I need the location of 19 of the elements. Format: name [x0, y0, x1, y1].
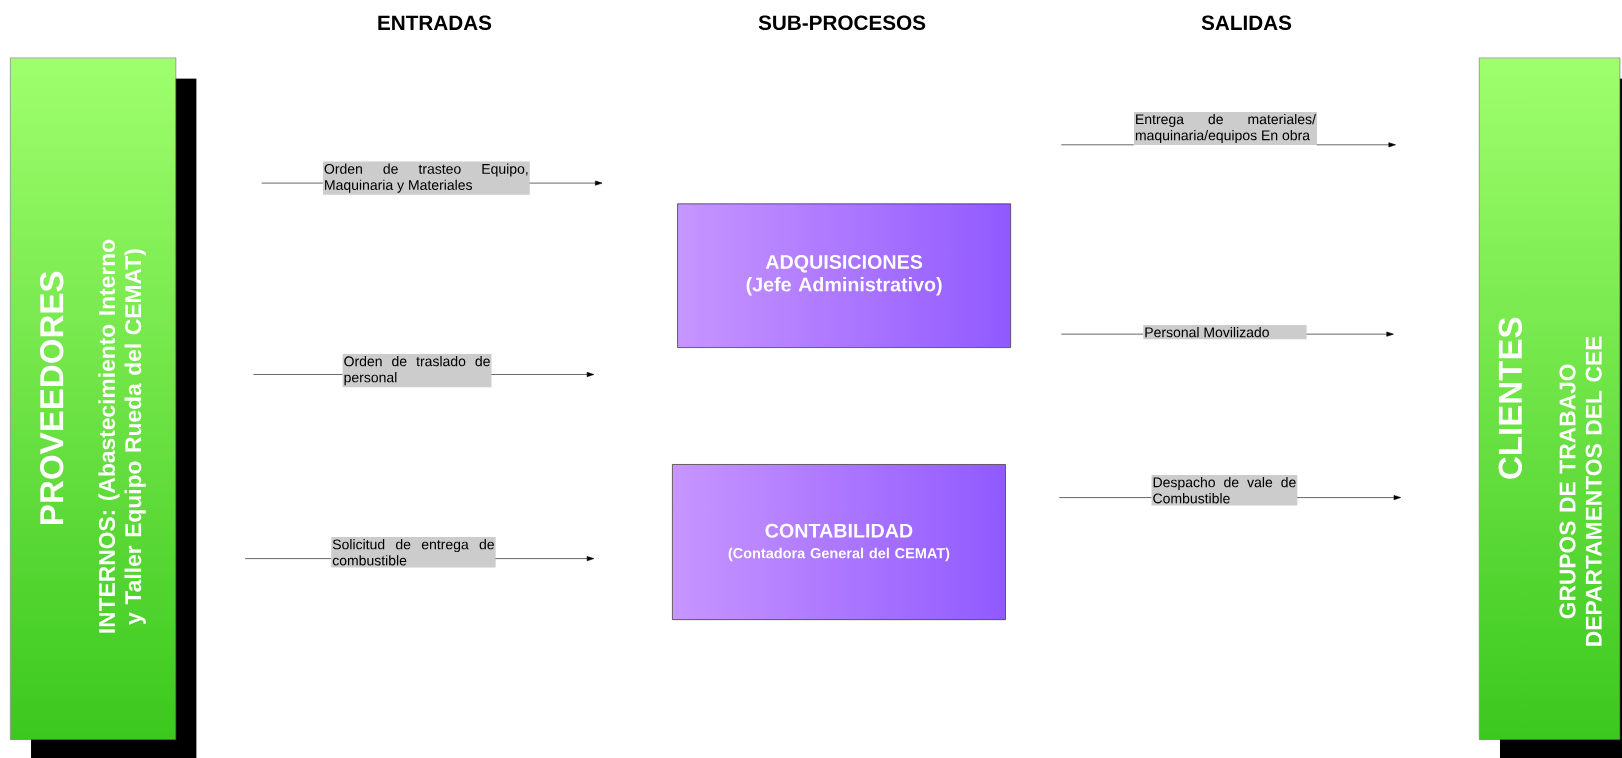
side-band: CLIENTES GRUPOS DE TRABAJO DEPARTAMENTOS DEL CEE [1478, 57, 1622, 758]
process-box: CONTABILIDAD (Contadora General del CEMAT) [672, 464, 1006, 620]
arrow-label: Personal Movilizado [1143, 325, 1307, 340]
arrow-label: Despacho de vale de Combustible [1151, 475, 1298, 506]
arrow-label: Solicitud de entrega de combustible [331, 537, 496, 568]
arrow [1306, 331, 1394, 337]
arrow-label: Entrega de materiales/ maquinaria/equipos En obra [1133, 111, 1317, 146]
arrow [529, 180, 603, 186]
arrow [1316, 142, 1396, 148]
arrow-label: Orden de trasteo Equipo, Maquinaria y Materiales [322, 161, 530, 195]
column-heading: ENTRADAS [378, 15, 492, 31]
arrow [495, 556, 595, 562]
column-heading: SUB-PROCESOS [758, 15, 926, 31]
process-box: ADQUISICIONES (Jefe Administrativo) [677, 203, 1011, 348]
column-heading: SALIDAS [1201, 15, 1292, 31]
arrow [1296, 495, 1401, 501]
arrow [491, 372, 595, 377]
side-band: PROVEEDORES INTERNOS: (Abastecimiento Interno y Taller Equipo Rueda del CEMAT) [10, 57, 197, 758]
arrow-label: Orden de traslado de personal [342, 354, 492, 388]
